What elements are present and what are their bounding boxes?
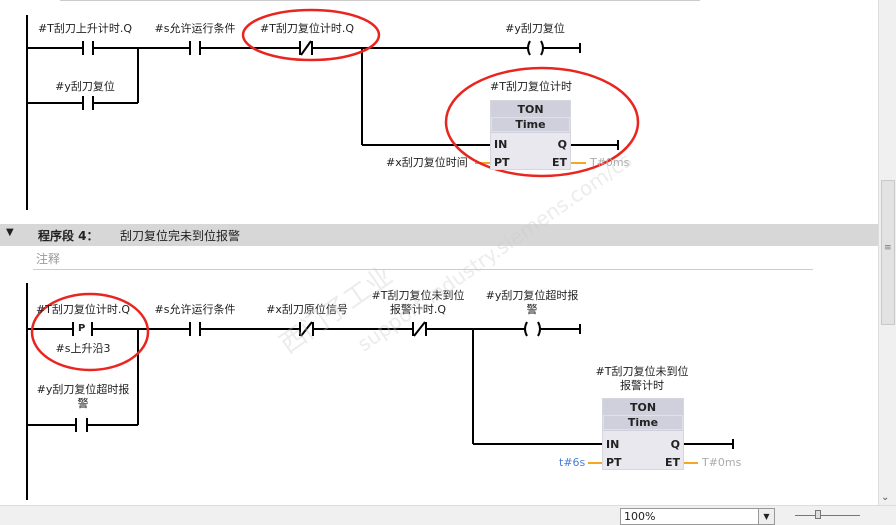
timer-instance-line1: #T刮刀复位未到位 xyxy=(595,365,689,378)
pin-in: IN xyxy=(606,438,620,451)
pin-et: ET xyxy=(551,156,567,169)
top-divider xyxy=(60,0,700,2)
pt-operand[interactable]: #x刮刀复位时间 xyxy=(386,156,468,169)
et-operand: T#0ms xyxy=(702,456,742,469)
pt-constant[interactable]: t#6s xyxy=(559,456,586,469)
timer-type: TON xyxy=(517,103,544,116)
et-operand: T#0ms xyxy=(590,156,630,169)
network-number: 程序段 4： xyxy=(38,229,99,243)
chevron-down-icon[interactable]: ▼ xyxy=(758,509,774,524)
timer-time-type: Time xyxy=(491,117,570,132)
pin-in: IN xyxy=(494,138,508,151)
network-title[interactable]: 刮刀复位完未到位报警 xyxy=(120,229,241,243)
vertical-scrollbar[interactable]: ≡ ⌄ xyxy=(878,0,896,505)
zoom-slider[interactable] xyxy=(795,510,860,519)
contact-label-line1: #y刮刀复位超时报 xyxy=(36,383,130,396)
contact-label: #T刮刀复位计时.Q xyxy=(35,303,131,316)
scrollbar-thumb[interactable]: ≡ xyxy=(881,180,895,325)
edge-memory-label: #s上升沿3 xyxy=(55,342,111,355)
timer-instance-line2: 报警计时 xyxy=(620,379,664,392)
contact-label-line2: 报警计时.Q xyxy=(389,303,447,316)
timer-type: TON xyxy=(629,401,657,414)
pin-q: Q xyxy=(670,438,680,451)
contact-label-line1: #T刮刀复位未到位 xyxy=(371,289,465,302)
contact-label: #T刮刀复位计时.Q xyxy=(259,22,355,35)
scroll-down-icon[interactable]: ⌄ xyxy=(881,492,890,503)
p-contact-symbol: P xyxy=(78,323,86,334)
contact-label: #s允许运行条件 xyxy=(154,22,236,35)
coil-label-line2: 警 xyxy=(526,303,538,316)
pin-et: ET xyxy=(664,456,680,469)
contact-label-line2: 警 xyxy=(77,397,89,410)
contact-label: #T刮刀上升计时.Q xyxy=(37,22,133,35)
timer-time-type: Time xyxy=(603,415,683,430)
contact-label: #x刮刀原位信号 xyxy=(266,303,348,316)
contact-label: #y刮刀复位 xyxy=(55,80,115,93)
contact-label: #s允许运行条件 xyxy=(154,303,236,316)
zoom-select[interactable]: 100% ▼ xyxy=(620,508,775,525)
timer-instance-label: #T刮刀复位计时 xyxy=(490,80,572,93)
zoom-slider-handle[interactable] xyxy=(815,510,821,519)
pin-pt: PT xyxy=(606,456,622,469)
network-comment-field[interactable]: 注释 xyxy=(33,248,813,270)
status-bar: 100% ▼ xyxy=(0,505,896,525)
network-header[interactable]: ▼ 程序段 4： 刮刀复位完未到位报警 xyxy=(0,224,878,246)
highlight-ellipses xyxy=(30,8,640,372)
collapse-triangle-icon[interactable]: ▼ xyxy=(6,227,14,238)
coil-label: #y刮刀复位 xyxy=(505,22,565,35)
coil-label-line1: #y刮刀复位超时报 xyxy=(485,289,579,302)
zoom-value: 100% xyxy=(624,510,656,523)
pin-pt: PT xyxy=(494,156,510,169)
pin-q: Q xyxy=(557,138,567,151)
